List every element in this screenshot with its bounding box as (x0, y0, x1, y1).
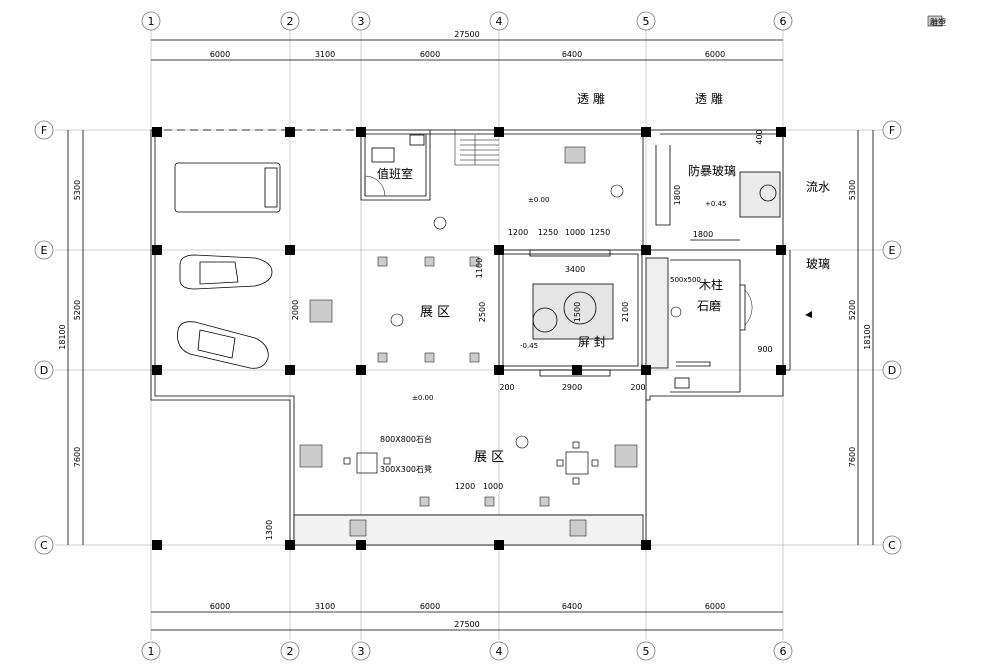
dim-1200a: 1200 (508, 228, 528, 237)
label-millstone: 石磨 (697, 299, 721, 313)
axis-2-top: 2 (287, 15, 294, 28)
arrow-icons (390, 184, 812, 449)
dim-3400: 3400 (565, 265, 585, 274)
dim-2900: 2900 (562, 383, 582, 392)
label-exhibit-1: 展 区 (420, 305, 450, 320)
car-icon-2 (177, 321, 269, 369)
dim-1200b: 1200 (455, 482, 475, 491)
dim-1300: 1300 (265, 520, 274, 540)
dim-200a: 200 (499, 383, 514, 392)
axis-6-bottom: 6 (780, 645, 787, 658)
dim-bottom-5: 6000 (705, 602, 725, 611)
sculptures (299, 15, 943, 537)
axis-E-left: E (41, 244, 48, 257)
label-bulletproof-glass: 防暴玻璃 (688, 163, 736, 178)
dim-bottom-3: 6000 (420, 602, 440, 611)
axis-1-bottom: 1 (148, 645, 155, 658)
grid-lines (55, 30, 890, 640)
dim-400: 400 (755, 129, 764, 144)
axis-bubbles (34, 11, 902, 661)
axis-1-top: 1 (148, 15, 155, 28)
label-exhibit-2: 展 区 (474, 450, 504, 465)
axis-5-bottom: 5 (643, 645, 650, 658)
label-water: 流水 (806, 180, 830, 194)
dim-right-3: 7600 (848, 447, 857, 467)
axis-2-bottom: 2 (287, 645, 294, 658)
stairs (454, 130, 499, 166)
axis-F-right: F (889, 124, 895, 137)
dim-bottom-2: 3100 (315, 602, 335, 611)
dim-top-2: 3100 (315, 50, 335, 59)
axis-6-top: 6 (780, 15, 787, 28)
dim-1800a: 1800 (673, 185, 682, 205)
car-icon-1 (179, 254, 273, 290)
dim-2100: 2100 (621, 302, 630, 322)
dim-bottom-4: 6400 (562, 602, 582, 611)
axis-C-right: C (888, 539, 896, 552)
label-pillar: 木柱 (699, 277, 723, 292)
dim-right-2: 5200 (848, 300, 857, 320)
columns (152, 127, 786, 550)
dim-bottom-total: 27500 (454, 620, 479, 629)
stone-tables (343, 441, 599, 485)
dim-right-total: 18100 (863, 324, 872, 349)
dim-1250a: 1250 (538, 228, 558, 237)
level-3: +0.45 (705, 200, 726, 208)
label-glass: 玻璃 (806, 257, 830, 271)
dim-1500: 1500 (573, 302, 582, 322)
axis-5-top: 5 (643, 15, 650, 28)
label-stone-table: 800X800石台 (380, 434, 432, 444)
axis-4-bottom: 4 (496, 645, 503, 658)
dim-1250b: 1250 (590, 228, 610, 237)
dim-1800b: 1800 (693, 230, 713, 239)
label-pillar-size: 500x500 (670, 276, 701, 284)
label-carve-1: 透 雕 (577, 91, 605, 106)
dim-2500: 2500 (478, 302, 487, 322)
dim-top-3: 6000 (420, 50, 440, 59)
dim-left-3: 7600 (73, 447, 82, 467)
axis-C-left: C (40, 539, 48, 552)
level-2: ±0.00 (412, 394, 433, 402)
dim-left-2: 5200 (73, 300, 82, 320)
dim-top-4: 6400 (562, 50, 582, 59)
label-guard-room: 值班室 (377, 166, 413, 181)
level-4: -0.45 (520, 342, 538, 350)
level-1: ±0.00 (528, 196, 549, 204)
dim-bottom-1: 6000 (210, 602, 230, 611)
dim-top-total: 27500 (454, 30, 479, 39)
axis-D-left: D (40, 364, 48, 377)
dim-1000b: 1000 (483, 482, 503, 491)
label-carve-2: 透 雕 (695, 91, 723, 106)
dim-top-5: 6000 (705, 50, 725, 59)
axis-3-top: 3 (358, 15, 365, 28)
axis-F-left: F (41, 124, 47, 137)
legend-label: 雕塑 (930, 17, 946, 27)
dim-1100: 1100 (475, 258, 484, 278)
dim-left-total: 18100 (58, 324, 67, 349)
axis-E-right: E (889, 244, 896, 257)
axis-D-right: D (888, 364, 896, 377)
dim-900: 900 (757, 345, 772, 354)
label-screen: 屏 封 (578, 335, 606, 349)
dim-1000a: 1000 (565, 228, 585, 237)
dim-2000: 2000 (291, 300, 300, 320)
dim-left-1: 5300 (73, 180, 82, 200)
label-stone-stool: 300X300石凳 (380, 464, 432, 474)
axis-3-bottom: 3 (358, 645, 365, 658)
dim-top-1: 6000 (210, 50, 230, 59)
dim-right-1: 5300 (848, 180, 857, 200)
dim-200b: 200 (630, 383, 645, 392)
axis-4-top: 4 (496, 15, 503, 28)
